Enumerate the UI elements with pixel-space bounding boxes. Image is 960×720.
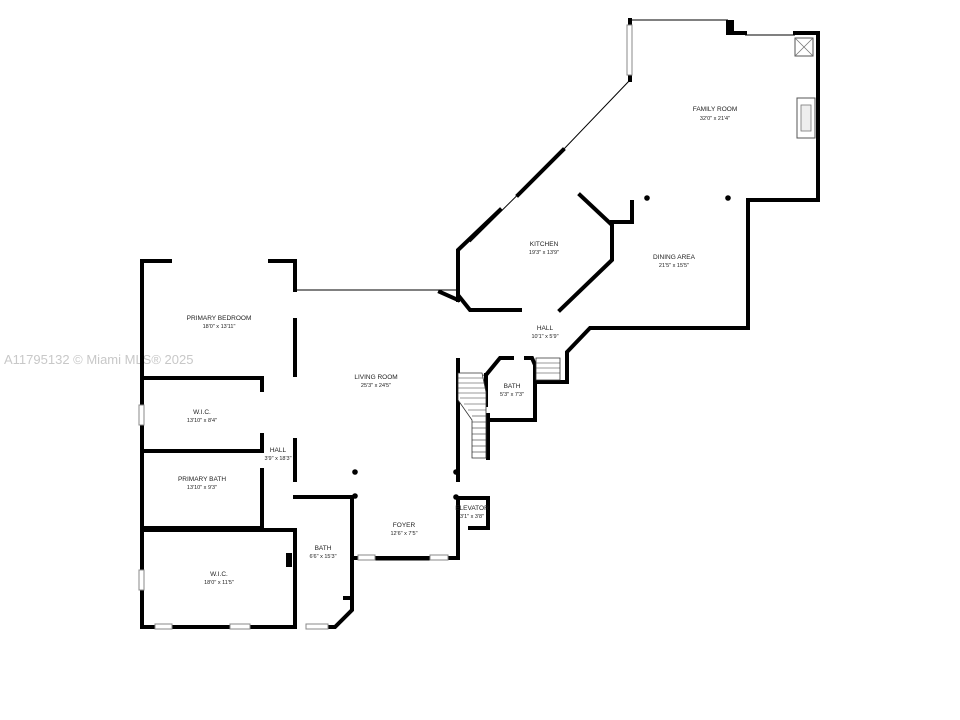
kitchen-dimensions: 19'3" x 13'9" [529, 250, 559, 256]
elevator-walls [456, 496, 490, 530]
family-room-top-wall [726, 20, 747, 35]
primary-bath-label: PRIMARY BATH [178, 476, 226, 483]
primary-bedroom-dimensions: 18'0" x 13'11" [203, 324, 236, 330]
hall-upper-dimensions: 10'1" x 5'9" [531, 334, 558, 340]
foyer-dimensions: 12'6" x 7'5" [390, 531, 417, 537]
staircase [457, 357, 561, 459]
family-room-dimensions: 32'0" x 21'4" [700, 116, 730, 122]
hall-upper-label: HALL [537, 325, 554, 332]
fixtures [286, 37, 816, 567]
bath-upper-walls [483, 356, 537, 422]
hall-left-label: HALL [270, 447, 287, 454]
primary-bath-dimensions: 13'10" x 9'3" [187, 485, 217, 491]
elevator-label: ELEVATOR [455, 505, 489, 512]
kitchen-island-wall [610, 200, 634, 224]
dining-area-label: DINING AREA [653, 254, 696, 261]
living-room-label: LIVING ROOM [354, 374, 397, 381]
bath-lower-corner-wall [326, 596, 354, 629]
wic-lower-label: W.I.C. [210, 571, 228, 578]
foyer-left-wall [350, 498, 360, 560]
room-labels: FAMILY ROOM 32'0" x 21'4" KITCHEN 19'3" … [178, 106, 737, 586]
primary-bedroom-label: PRIMARY BEDROOM [187, 315, 252, 322]
hall-upper-right-wall [533, 31, 820, 384]
bath-lower-label: BATH [315, 545, 332, 552]
walls [140, 18, 820, 629]
wic-upper-label: W.I.C. [193, 409, 211, 416]
kitchen-right-wall [557, 192, 614, 313]
windows [138, 24, 633, 630]
wic-upper-dimensions: 13'10" x 8'4" [187, 418, 217, 424]
living-room-top-right [437, 289, 461, 303]
kitchen-label: KITCHEN [530, 241, 559, 248]
kitchen-upper-diagonal [456, 147, 566, 312]
wic-lower-dimensions: 18'0" x 11'5" [204, 580, 234, 586]
watermark: A11795132 © Miami MLS® 2025 [4, 352, 194, 367]
bath-upper-dimensions: 5'3" x 7'3" [500, 392, 524, 398]
foyer-label: FOYER [393, 522, 416, 529]
bath-upper-label: BATH [504, 383, 521, 390]
dining-area-dimensions: 21'5" x 15'5" [659, 263, 689, 269]
bath-lower-top-wall [293, 495, 354, 522]
left-wing-outer-wall [140, 259, 297, 629]
hall-left-dimensions: 3'9" x 18'3" [264, 456, 291, 462]
living-room-dimensions: 25'3" x 24'5" [361, 383, 391, 389]
foyer-bottom-wall [373, 528, 460, 560]
family-room-label: FAMILY ROOM [693, 106, 738, 113]
bath-lower-dimensions: 6'6" x 15'3" [309, 554, 336, 560]
wic-upper-top-wall [140, 376, 264, 392]
elevator-dimensions: 3'1" x 3'8" [460, 514, 484, 520]
thin-lines [295, 19, 795, 561]
columns [352, 195, 731, 500]
left-wing-top-wall-right [268, 259, 297, 292]
